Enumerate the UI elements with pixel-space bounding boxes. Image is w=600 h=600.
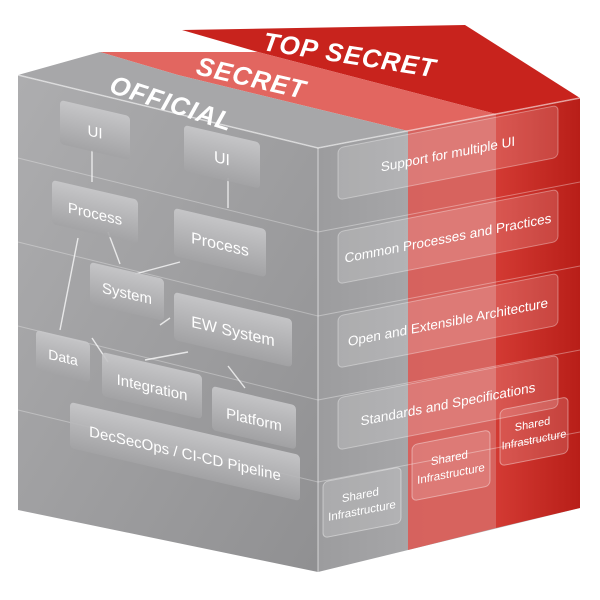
right-face-layer-lines — [317, 181, 581, 483]
top-face-official — [18, 52, 408, 148]
top-face-secret — [100, 52, 496, 131]
block-data: Data — [36, 330, 90, 382]
top-face-top-secret — [182, 25, 580, 114]
shared-infrastructure: Shared Infrastructure Shared Infrastruct… — [322, 397, 569, 538]
block-system: System — [90, 262, 164, 321]
block-ui-1: UI — [60, 100, 130, 160]
block-ui-1-label: UI — [88, 123, 103, 143]
secret-side-band — [408, 114, 496, 550]
block-ui-2: UI — [184, 125, 260, 188]
block-ui-2-label: UI — [214, 148, 230, 169]
infrastructure-secret: Shared Infrastructure — [411, 430, 491, 501]
infrastructure-top-secret: Shared Infrastructure — [499, 397, 569, 466]
top-secret-side-band — [496, 98, 580, 528]
block-ew-system: EW System — [174, 292, 292, 367]
front-blocks: UI UI Process Process System EW System D… — [36, 100, 300, 501]
block-data-label: Data — [48, 347, 78, 370]
block-process-1: Process — [52, 180, 138, 244]
infrastructure-official: Shared Infrastructure — [322, 467, 402, 538]
block-platform: Platform — [212, 386, 296, 449]
side-layer-1: Support for multiple UI — [337, 105, 559, 200]
block-integration: Integration — [102, 352, 202, 419]
cube-edge-front — [17, 74, 581, 149]
block-process-2: Process — [174, 208, 266, 277]
side-layer-4: Standards and Specifications — [337, 355, 559, 450]
